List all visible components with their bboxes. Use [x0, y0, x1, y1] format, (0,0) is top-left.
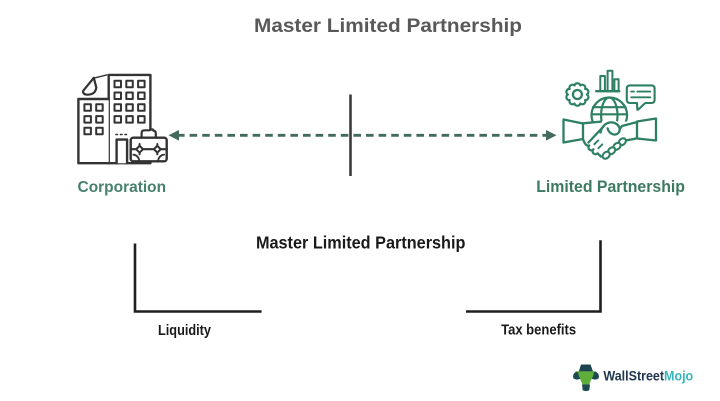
svg-text:Master Limited Partnership: Master Limited Partnership — [256, 233, 466, 253]
svg-text:Limited Partnership: Limited Partnership — [536, 178, 685, 196]
svg-text:Master Limited Partnership: Master Limited Partnership — [254, 15, 522, 37]
svg-text:Liquidity: Liquidity — [158, 323, 211, 339]
svg-text:WallStreetMojo: WallStreetMojo — [603, 367, 693, 383]
svg-text:Tax benefits: Tax benefits — [501, 323, 576, 339]
svg-text:Corporation: Corporation — [78, 179, 167, 196]
